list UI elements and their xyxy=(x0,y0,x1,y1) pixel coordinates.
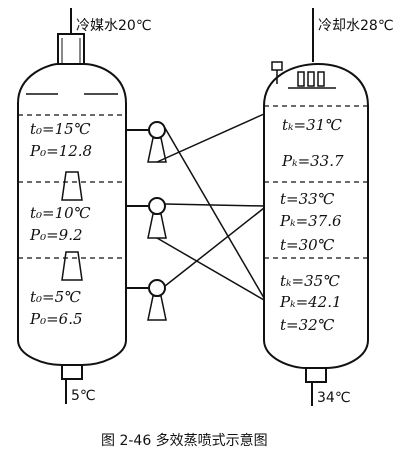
left-stage-2-temp: t₀=10℃ xyxy=(30,204,91,222)
right-section-1-line-2: Pₖ=33.7 xyxy=(281,152,344,170)
left-stage-3-pressure: P₀=6.5 xyxy=(29,310,83,328)
right-section-2-line-3: t=30℃ xyxy=(280,236,335,254)
right-section-2-line-1: t=33℃ xyxy=(280,190,335,208)
right-section-3-line-1: tₖ=35℃ xyxy=(280,272,340,290)
figure-caption: 图 2-46 多效蒸喷式示意图 xyxy=(101,432,268,449)
left-vessel xyxy=(17,8,127,404)
left-stage-1-temp: t₀=15℃ xyxy=(30,120,91,138)
right-inlet-label: 冷却水28℃ xyxy=(318,18,394,34)
left-inlet-label: 冷媒水20℃ xyxy=(76,18,152,34)
left-stage-1-pressure: P₀=12.8 xyxy=(29,142,92,160)
connecting-lines xyxy=(156,113,265,301)
left-outlet-label: 5℃ xyxy=(71,388,96,404)
left-stage-2-pressure: P₀=9.2 xyxy=(29,226,83,244)
right-section-3-line-2: Pₖ=42.1 xyxy=(279,293,342,311)
left-stage-3-temp: t₀=5℃ xyxy=(30,288,81,306)
right-vessel xyxy=(263,8,369,406)
right-section-1-line-1: tₖ=31℃ xyxy=(282,116,342,134)
right-outlet-label: 34℃ xyxy=(317,390,351,406)
right-section-2-line-2: Pₖ=37.6 xyxy=(279,212,342,230)
ejectors xyxy=(126,121,167,321)
right-section-3-line-3: t=32℃ xyxy=(280,316,335,334)
